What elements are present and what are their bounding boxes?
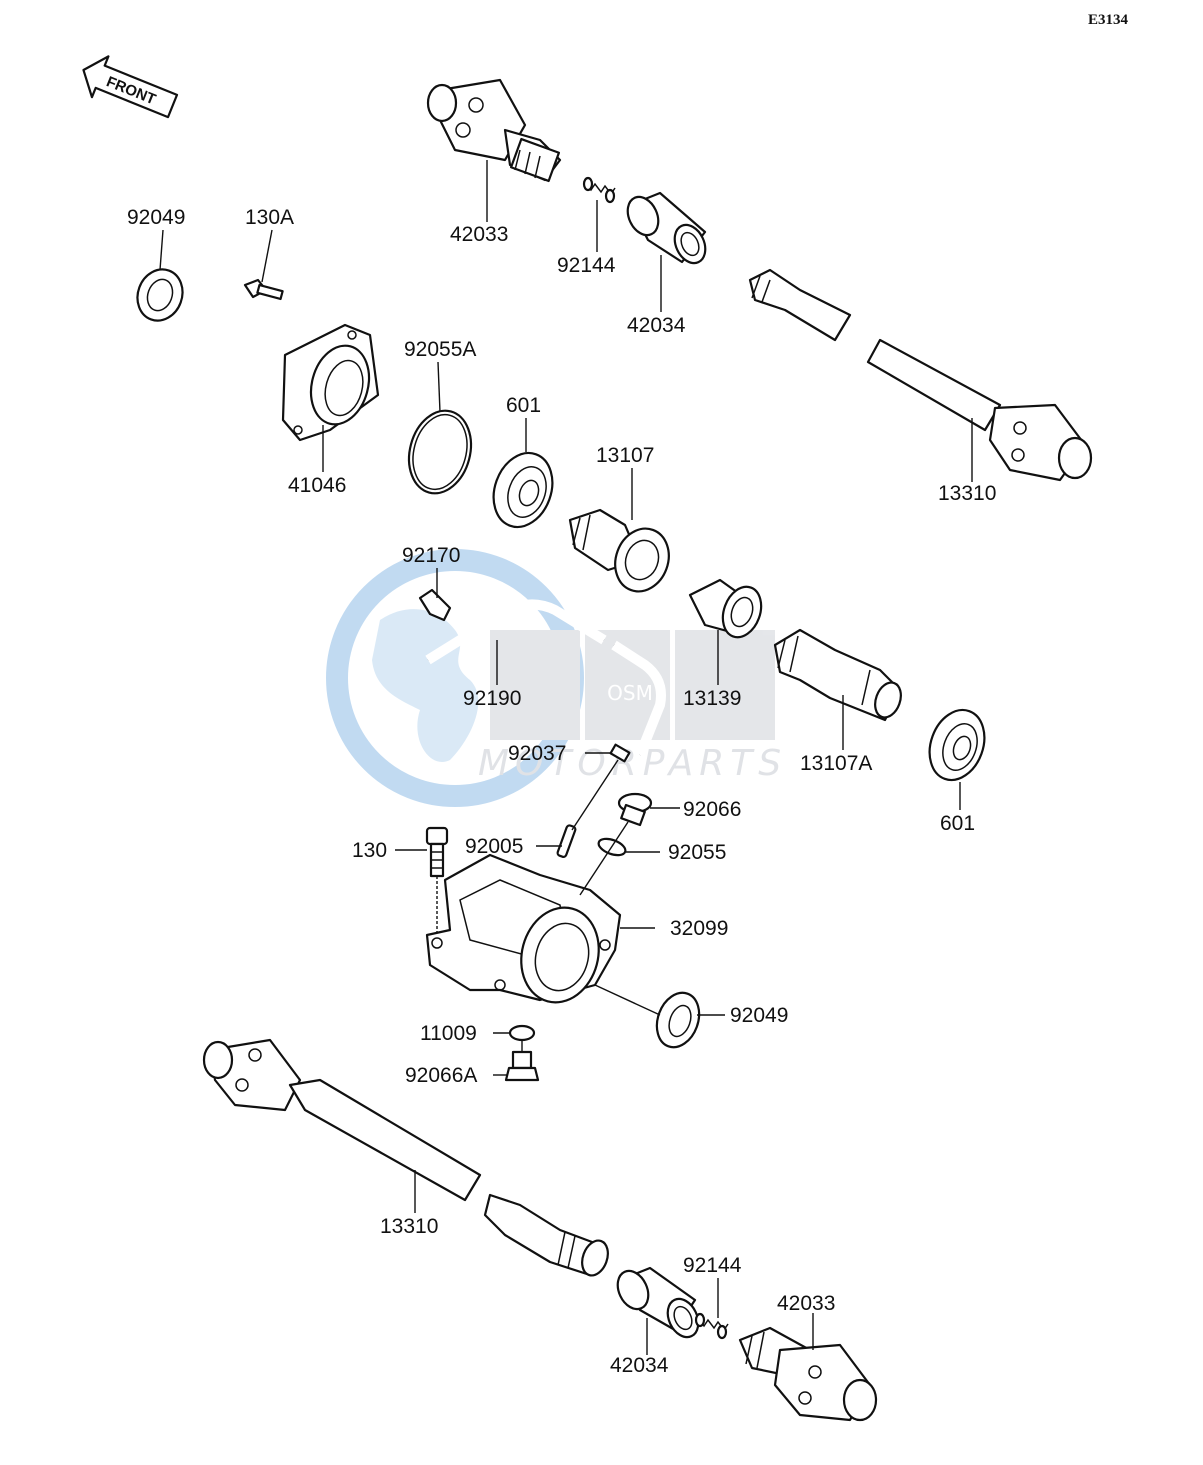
label-13139: 13139	[683, 687, 741, 710]
part-13139	[688, 578, 763, 639]
label-13310-upper: 13310	[938, 482, 996, 505]
label-41046: 41046	[288, 474, 346, 497]
part-92049-lower	[655, 991, 701, 1049]
leader-lines	[159, 160, 973, 1355]
label-92190: 92190	[463, 687, 521, 710]
label-92144-lower: 92144	[683, 1254, 742, 1277]
label-92144-upper: 92144	[557, 254, 616, 277]
part-601-right	[928, 708, 986, 782]
label-92049-lower: 92049	[730, 1004, 788, 1027]
label-13310-lower: 13310	[380, 1215, 438, 1238]
label-92005: 92005	[465, 835, 523, 858]
part-130	[425, 826, 449, 938]
part-92037	[609, 743, 631, 763]
front-arrow-icon: FRONT	[82, 55, 179, 119]
part-92005	[556, 824, 577, 859]
part-92055A	[407, 409, 473, 495]
label-32099: 32099	[670, 917, 728, 940]
label-13107A: 13107A	[800, 752, 872, 775]
part-42033-upper	[426, 78, 562, 183]
part-601-upper	[492, 451, 554, 529]
watermark-letter-m	[675, 630, 775, 740]
part-92144-lower	[694, 1312, 729, 1340]
part-92144-upper	[582, 176, 616, 204]
label-92055: 92055	[668, 841, 726, 864]
label-42033-upper: 42033	[450, 223, 508, 246]
label-601-upper: 601	[506, 394, 541, 417]
label-42033-lower: 42033	[777, 1292, 835, 1315]
part-92049-upper	[136, 268, 184, 322]
part-13107A	[773, 628, 902, 722]
watermark-continents	[372, 609, 479, 762]
label-42034-upper: 42034	[627, 314, 686, 337]
part-42034-upper	[626, 191, 707, 265]
part-92190	[425, 599, 666, 757]
label-130A: 130A	[245, 206, 294, 229]
part-42033-lower	[738, 1326, 878, 1422]
label-92066A: 92066A	[405, 1064, 477, 1087]
label-130: 130	[352, 839, 387, 862]
watermark-brand: OSM	[607, 681, 653, 705]
label-92170: 92170	[402, 544, 460, 567]
part-13107	[568, 508, 670, 593]
diagram-code: E3134	[1088, 12, 1129, 28]
label-42034-lower: 42034	[610, 1354, 669, 1377]
watermark-tagline: MOTORPARTS	[478, 743, 787, 784]
part-92066A	[504, 1050, 540, 1082]
label-11009: 11009	[420, 1022, 477, 1045]
label-601-right: 601	[940, 812, 975, 835]
part-11009	[508, 1024, 536, 1042]
watermark-letter-o	[490, 630, 580, 740]
part-13310-upper	[748, 268, 1093, 482]
label-92055A: 92055A	[404, 338, 476, 361]
part-13310-lower	[202, 1038, 609, 1277]
label-92066: 92066	[683, 798, 741, 821]
label-92049-upper: 92049	[127, 206, 185, 229]
part-labels: 92049 130A 42033 92144 42034 92055A 601 …	[127, 206, 996, 1377]
part-41046	[281, 323, 380, 442]
label-92037: 92037	[508, 742, 566, 765]
part-92066	[617, 792, 653, 827]
part-42034-lower	[616, 1266, 700, 1339]
label-13107: 13107	[596, 444, 654, 467]
part-32099	[425, 853, 622, 1004]
part-130A	[243, 278, 284, 301]
part-92055A-inner	[412, 413, 468, 491]
part-92170	[418, 588, 452, 622]
